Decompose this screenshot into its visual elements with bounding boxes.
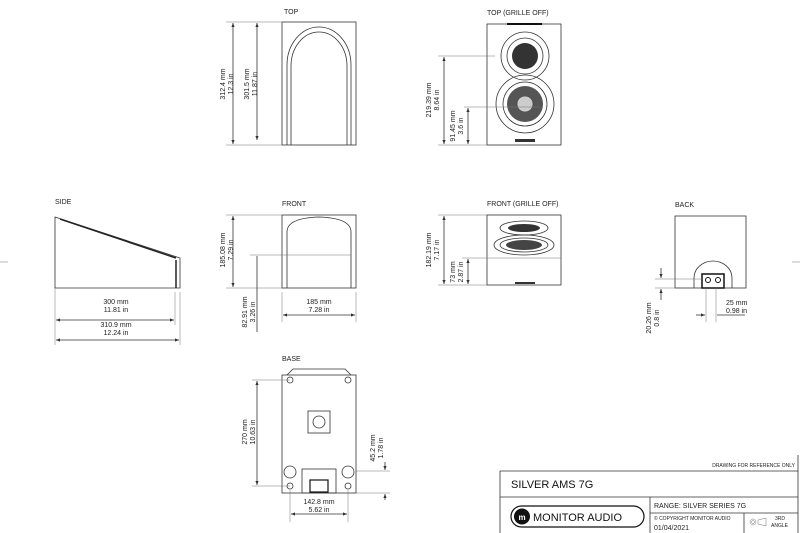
dim-label: 7.28 in <box>308 307 329 314</box>
dim-label: 142.8 mm <box>303 499 334 506</box>
dim-label: 0.8 in <box>654 309 661 326</box>
dim-label: 8.64 in <box>434 89 441 110</box>
dim-label: 312.4 mm <box>220 68 227 99</box>
third-angle-projection-icon <box>749 517 767 527</box>
dim-label: 45.2 mm <box>370 434 377 461</box>
dim-label: 270 mm <box>242 419 249 444</box>
brand-name: MONITOR AUDIO <box>533 512 622 524</box>
dim-label: 11.87 in <box>252 72 259 96</box>
model-name: SILVER AMS 7G <box>511 479 593 491</box>
dim-label: 185.08 mm <box>220 232 227 267</box>
projection-label: ANGLE <box>771 523 789 529</box>
dim-label: 91.45 mm <box>450 110 457 141</box>
dim-label: 310.9 mm <box>100 322 131 329</box>
projection-label: 3RD <box>775 516 785 522</box>
top-grille-off-label: TOP (GRILLE OFF) <box>487 10 549 17</box>
monitor-audio-logo: m MONITOR AUDIO <box>510 505 645 528</box>
dim-label: 1.78 in <box>378 437 385 458</box>
dim-label: 5.62 in <box>308 507 329 514</box>
range-label: RANGE: SILVER SERIES 7G <box>654 503 746 510</box>
dim-label: 301.5 mm <box>244 68 251 99</box>
dim-label: 185 mm <box>306 299 331 306</box>
dim-label: 219.39 mm <box>426 82 433 117</box>
side-view: SIDE 300 mm 11.81 in 310.9 mm 12.24 in <box>54 199 181 345</box>
title-block: DRAWING FOR REFERENCE ONLY SILVER AMS 7G… <box>499 455 799 533</box>
dim-label: 182.19 mm <box>426 232 433 267</box>
dim-label: 7.29 in <box>228 239 235 260</box>
back-view-label: BACK <box>675 202 694 209</box>
dim-label: 12.24 in <box>104 330 129 337</box>
dim-label: 3.26 in <box>250 301 257 322</box>
dim-label: 7.17 in <box>434 239 441 260</box>
dim-label: 3.6 in <box>458 117 465 134</box>
top-view-label: TOP <box>284 9 299 16</box>
dim-label: 300 mm <box>103 299 128 306</box>
dim-label: 20.26 mm <box>646 302 653 333</box>
side-view-label: SIDE <box>55 199 72 206</box>
dim-label: 11.81 in <box>104 307 128 314</box>
dim-label: 82.91 mm <box>242 296 249 327</box>
dim-label: 73 mm <box>450 261 457 283</box>
dim-label: 12.3 in <box>228 73 235 94</box>
dim-label: 25 mm <box>726 300 748 307</box>
svg-text:m: m <box>518 513 525 522</box>
drawing-date: 01/04/2021 <box>654 525 689 532</box>
dim-label: 10.63 in <box>250 419 257 444</box>
base-view-label: BASE <box>282 356 301 363</box>
reference-note: DRAWING FOR REFERENCE ONLY <box>712 463 795 469</box>
dim-label: 0.98 in <box>726 308 747 315</box>
copyright: © COPYRIGHT MONITOR AUDIO <box>654 515 731 522</box>
front-grille-off-label: FRONT (GRILLE OFF) <box>487 201 558 208</box>
front-view-label: FRONT <box>282 201 307 208</box>
dim-label: 2.87 in <box>458 261 465 282</box>
